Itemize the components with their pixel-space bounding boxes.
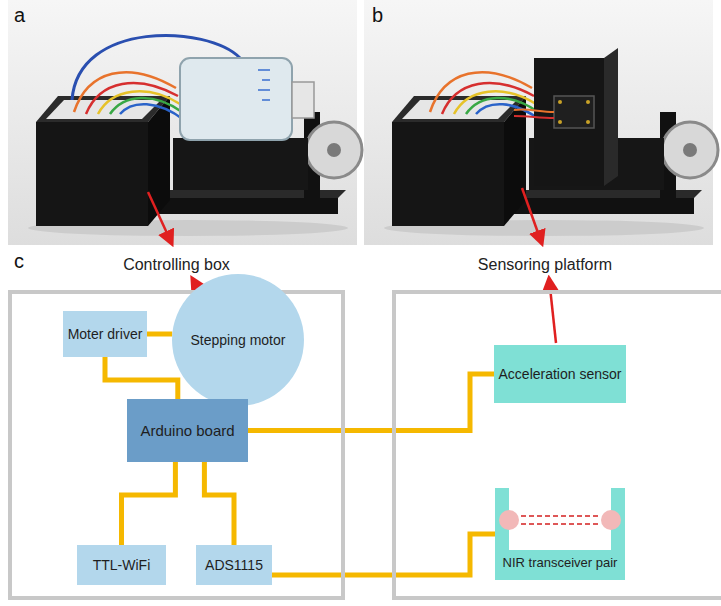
wire	[514, 109, 554, 112]
sensoring-platform-panel: Sensoring platformAcceleration sensorNIR…	[392, 290, 721, 600]
node-label: Moter driver	[68, 326, 143, 342]
wire-connector	[204, 462, 234, 545]
node-label: Arduino board	[140, 422, 234, 439]
pointer-arrow	[549, 278, 556, 343]
wifi-box: TTL-WiFi	[77, 545, 166, 585]
photo-a	[8, 0, 362, 245]
sensor-box: Acceleration sensor	[494, 345, 626, 403]
panel-letter: c	[14, 250, 24, 273]
adc-box: ADS1115	[196, 545, 272, 585]
pin	[586, 100, 590, 104]
wire-connector	[272, 534, 495, 575]
wire-connector	[122, 462, 176, 545]
controlling-box-panel: Controlling boxMoter driverStepping moto…	[8, 290, 345, 600]
receiver-lens	[601, 510, 621, 530]
transceiver-body	[495, 488, 625, 580]
pointer-arrow	[148, 192, 172, 244]
pin	[558, 100, 562, 104]
flask-neck	[292, 82, 314, 118]
wire-connector	[147, 332, 172, 337]
driver-box: Moter driver	[63, 311, 147, 357]
panel-heading: Sensoring platform	[392, 256, 698, 274]
plate-side	[604, 48, 618, 186]
node-label: Stepping motor	[191, 332, 286, 348]
flask	[180, 58, 292, 140]
graduation	[258, 70, 270, 100]
ir-beam	[521, 523, 599, 525]
node-label: ADS1115	[205, 557, 263, 573]
wire	[514, 116, 554, 118]
panel-heading: Controlling box	[8, 256, 345, 274]
ir-beam	[521, 515, 599, 517]
pin	[558, 120, 562, 124]
sensor-board	[554, 96, 594, 128]
motor-circle: Stepping motor	[172, 274, 304, 406]
panel-letter: a	[14, 4, 25, 27]
pin	[586, 120, 590, 124]
node-label: Acceleration sensor	[499, 366, 622, 382]
transceiver-shape: NIR transceiver pair	[495, 488, 625, 580]
sensor-plate	[534, 58, 604, 186]
wire-connector	[105, 357, 178, 399]
node-label: TTL-WiFi	[93, 557, 151, 573]
node-label: NIR transceiver pair	[495, 556, 625, 571]
arduino-box: Arduino board	[127, 399, 248, 462]
pointer-arrow	[522, 188, 542, 244]
panel-letter: b	[372, 4, 383, 27]
photo-b	[364, 0, 718, 245]
emitter-lens	[499, 510, 519, 530]
